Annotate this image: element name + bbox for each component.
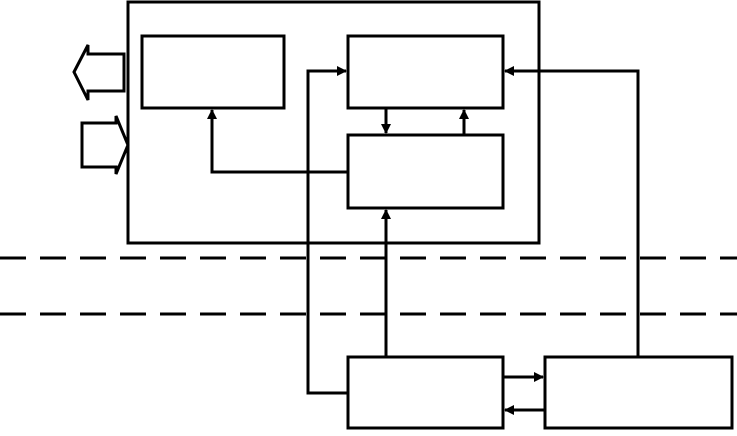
conn-bottomright-to-top xyxy=(504,66,640,357)
io-arrow-in xyxy=(80,115,130,175)
block-bottom-left xyxy=(346,355,505,430)
block-top-right xyxy=(346,34,505,110)
block-left xyxy=(140,34,286,110)
block-middle-right xyxy=(346,133,505,210)
io-arrow-out xyxy=(72,44,126,101)
conn-middle-to-left xyxy=(207,109,348,174)
outer-container xyxy=(126,0,541,245)
block-bottom-right xyxy=(543,355,734,430)
conn-bottomleft-to-top xyxy=(306,66,348,395)
